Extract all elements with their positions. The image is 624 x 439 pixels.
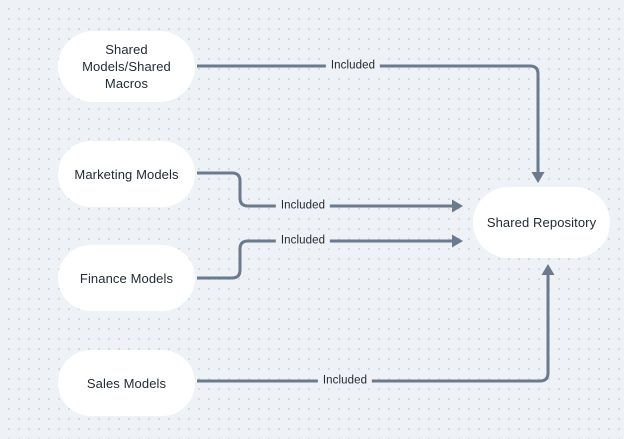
node-finance-models[interactable]: Finance Models	[58, 245, 195, 311]
node-shared-models-shared-macros[interactable]: Shared Models/Shared Macros	[58, 31, 195, 102]
edge-arrowhead	[531, 172, 545, 183]
node-shared-repository[interactable]: Shared Repository	[473, 187, 610, 258]
node-label: Shared Repository	[486, 215, 597, 230]
edge-arrowhead	[541, 264, 555, 275]
edge-arrowhead	[452, 234, 463, 248]
edge-line	[197, 64, 540, 172]
node-sales-models[interactable]: Sales Models	[58, 350, 195, 416]
edge-line	[197, 275, 550, 383]
node-label: Shared Models/Shared Macros	[82, 42, 171, 91]
node-marketing-models[interactable]: Marketing Models	[58, 141, 195, 207]
edge-label: Included	[325, 58, 381, 74]
node-label: Sales Models	[86, 375, 167, 391]
edge-label: Included	[275, 233, 331, 249]
edge-label: Included	[317, 373, 373, 389]
edge-label: Included	[275, 198, 331, 214]
edge-arrowhead	[452, 199, 463, 213]
node-label: Finance Models	[79, 270, 174, 286]
node-label: Marketing Models	[74, 166, 179, 182]
